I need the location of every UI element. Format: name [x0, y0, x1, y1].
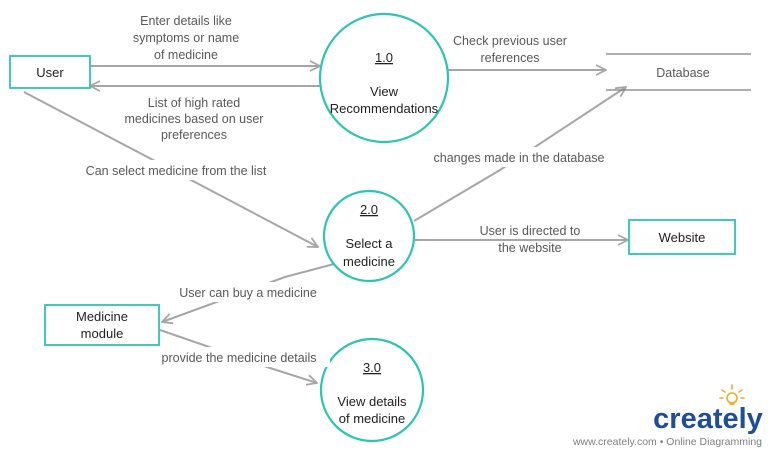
flow-label-user-to-p1: Enter details like symptoms or name of m…	[133, 14, 239, 62]
process-view-details[interactable]: 3.0 View details of medicine	[319, 337, 425, 443]
flow-label-line: preferences	[161, 128, 227, 142]
process-2-label-line1: Select a	[346, 236, 394, 251]
process-2-label-line2: medicine	[343, 254, 395, 269]
flow-label-line: Check previous user	[453, 34, 567, 48]
flow-label-line: medicines based on user	[125, 112, 264, 126]
data-store-database: Database	[606, 53, 751, 91]
flow-arrow-medicine-module-to-p3	[159, 329, 317, 383]
flow-label-p2-to-database: changes made in the database	[424, 147, 616, 167]
lightbulb-icon	[719, 384, 745, 405]
flow-label-line: provide the medicine details	[162, 351, 317, 365]
flow-label-medicine-module-to-p3: provide the medicine details	[150, 347, 330, 367]
user-label: User	[36, 65, 64, 80]
medicine-module-label-line1: Medicine	[76, 309, 128, 324]
logo-wordmark: creately	[653, 403, 763, 435]
flow-label-line: references	[480, 51, 539, 65]
process-3-label-line1: View details	[337, 394, 407, 409]
entity-user[interactable]: User	[9, 55, 91, 89]
flow-label-p1-to-database: Check previous user references	[453, 34, 567, 65]
process-1-number: 1.0	[375, 50, 393, 65]
database-label: Database	[656, 66, 710, 80]
process-3-label-line2: of medicine	[339, 411, 405, 426]
flow-label-line: changes made in the database	[434, 151, 605, 165]
flow-label-line: Enter details like	[140, 14, 232, 28]
flow-label-line: symptoms or name	[133, 31, 239, 45]
flow-label-line: the website	[498, 241, 561, 255]
process-3-number: 3.0	[363, 360, 381, 375]
flow-arrow-p2-to-database	[413, 87, 626, 222]
entity-website[interactable]: Website	[628, 219, 736, 255]
flow-label-line: Can select medicine from the list	[86, 164, 267, 178]
flow-label-line: User is directed to	[480, 224, 581, 238]
process-view-recommendations[interactable]: 1.0 View Recommendations	[318, 12, 450, 144]
process-1-label-line1: View	[370, 84, 399, 99]
flow-label-p2-to-medicine-module: User can buy a medicine	[170, 282, 328, 302]
flow-label-p2-to-website: User is directed to the website	[480, 224, 581, 255]
process-1-label-line2: Recommendations	[330, 101, 439, 116]
entity-medicine-module[interactable]: Medicine module	[44, 304, 160, 346]
creately-logo: creately	[653, 384, 763, 435]
medicine-module-label-line2: module	[81, 326, 124, 341]
flow-arrow-p2-to-medicine-module	[162, 263, 335, 322]
process-2-number: 2.0	[360, 202, 378, 217]
flow-label-line: List of high rated	[148, 96, 240, 110]
flow-label-line: of medicine	[154, 48, 218, 62]
website-label: Website	[659, 230, 706, 245]
process-select-medicine[interactable]: 2.0 Select a medicine	[322, 189, 416, 283]
flow-label-p1-to-user: List of high rated medicines based on us…	[125, 96, 264, 142]
footer-credit: www.creately.com • Online Diagramming	[572, 436, 762, 448]
flow-label-line: User can buy a medicine	[179, 286, 317, 300]
flow-label-user-to-p2: Can select medicine from the list	[73, 160, 279, 180]
